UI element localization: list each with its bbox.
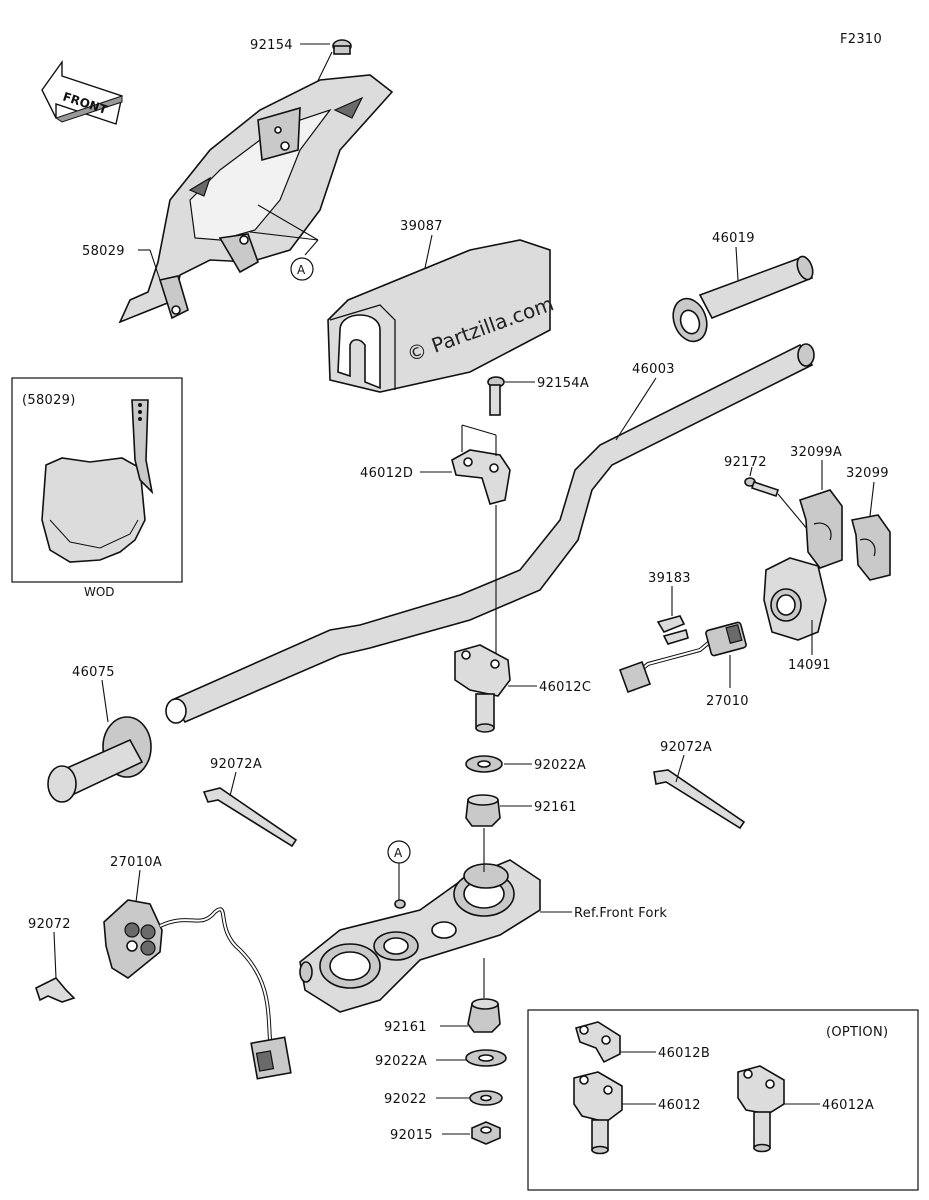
option-box-label: (OPTION) xyxy=(826,1025,888,1040)
callout-a-top[interactable]: A xyxy=(290,257,314,281)
part-27010A-left-switch[interactable] xyxy=(103,899,292,1080)
part-92015-nut[interactable] xyxy=(471,1121,501,1145)
inset-label: (58029) xyxy=(22,393,76,408)
label-92022A-top[interactable]: 92022A xyxy=(534,758,586,773)
label-92154[interactable]: 92154 xyxy=(250,38,293,53)
label-46012A[interactable]: 46012A xyxy=(822,1098,874,1113)
label-92015[interactable]: 92015 xyxy=(390,1128,433,1143)
label-46019[interactable]: 46019 xyxy=(712,231,755,246)
label-46003[interactable]: 46003 xyxy=(632,362,675,377)
part-39183-clip[interactable] xyxy=(656,615,689,645)
label-58029[interactable]: 58029 xyxy=(82,244,125,259)
part-46012-riser[interactable] xyxy=(573,1071,623,1155)
part-46075-left-grip[interactable] xyxy=(47,716,152,803)
callout-a-top-label: A xyxy=(297,263,306,277)
part-46012C-riser[interactable] xyxy=(454,644,511,733)
label-46012C[interactable]: 46012C xyxy=(539,680,591,695)
label-46012D[interactable]: 46012D xyxy=(360,466,413,481)
inset-caption: WOD xyxy=(84,585,115,599)
label-46012[interactable]: 46012 xyxy=(658,1098,701,1113)
part-92072-clip[interactable] xyxy=(35,977,76,1003)
label-92154A[interactable]: 92154A xyxy=(537,376,589,391)
part-92154A-bolt[interactable] xyxy=(487,376,505,416)
part-92072A-cable-tie-right[interactable] xyxy=(653,769,746,830)
label-27010[interactable]: 27010 xyxy=(706,694,749,709)
option-box: (OPTION) xyxy=(527,1009,919,1191)
part-92161-rubber-top[interactable] xyxy=(465,794,501,827)
part-32099-housing[interactable] xyxy=(851,514,891,581)
label-39087[interactable]: 39087 xyxy=(400,219,443,234)
front-arrow-icon: FRONT xyxy=(41,59,123,125)
label-92072A-right[interactable]: 92072A xyxy=(660,740,712,755)
callout-a-bottom[interactable]: A xyxy=(387,840,411,864)
label-92072[interactable]: 92072 xyxy=(28,917,71,932)
inset-box-58029: (58029) WOD xyxy=(11,377,183,599)
label-39183[interactable]: 39183 xyxy=(648,571,691,586)
part-46019-throttle-grip[interactable] xyxy=(667,254,815,346)
part-92022A-washer-top[interactable] xyxy=(465,755,503,773)
part-46012B-clamp[interactable] xyxy=(575,1021,621,1064)
label-92022[interactable]: 92022 xyxy=(384,1092,427,1107)
part-92022A-washer-bottom[interactable] xyxy=(465,1049,507,1067)
callout-a-bottom-label: A xyxy=(394,846,403,860)
part-92161-rubber-bottom[interactable] xyxy=(467,998,501,1033)
part-fork-bolt xyxy=(394,899,406,909)
part-triple-clamp-ref[interactable] xyxy=(299,859,541,1013)
part-92022-washer[interactable] xyxy=(469,1090,503,1106)
part-92072A-cable-tie-left[interactable] xyxy=(202,787,298,848)
part-32099A-housing[interactable] xyxy=(799,489,843,569)
label-46075[interactable]: 46075 xyxy=(72,665,115,680)
part-92154-bolt[interactable] xyxy=(332,39,352,55)
label-92172[interactable]: 92172 xyxy=(724,455,767,470)
label-32099A[interactable]: 32099A xyxy=(790,445,842,460)
label-27010A[interactable]: 27010A xyxy=(110,855,162,870)
label-92161-top[interactable]: 92161 xyxy=(534,800,577,815)
label-ref-front-fork[interactable]: Ref.Front Fork xyxy=(574,906,667,921)
label-92072A-left[interactable]: 92072A xyxy=(210,757,262,772)
label-46012B[interactable]: 46012B xyxy=(658,1046,710,1061)
part-14091-throttle-cover[interactable] xyxy=(763,557,827,641)
label-92022A-bottom[interactable]: 92022A xyxy=(375,1054,427,1069)
label-14091[interactable]: 14091 xyxy=(788,658,831,673)
part-39087-handlebar-pad[interactable] xyxy=(327,239,551,393)
part-92172-screw[interactable] xyxy=(744,477,780,498)
part-58029-number-plate[interactable] xyxy=(118,74,394,324)
label-92161-bottom[interactable]: 92161 xyxy=(384,1020,427,1035)
ref-code: F2310 xyxy=(840,32,882,47)
part-46003-handlebar[interactable] xyxy=(165,343,815,724)
part-46012D-clamp-top[interactable] xyxy=(451,449,511,505)
label-32099[interactable]: 32099 xyxy=(846,466,889,481)
part-46012A-riser[interactable] xyxy=(737,1065,785,1153)
part-27010-switch-wire[interactable] xyxy=(618,621,747,694)
